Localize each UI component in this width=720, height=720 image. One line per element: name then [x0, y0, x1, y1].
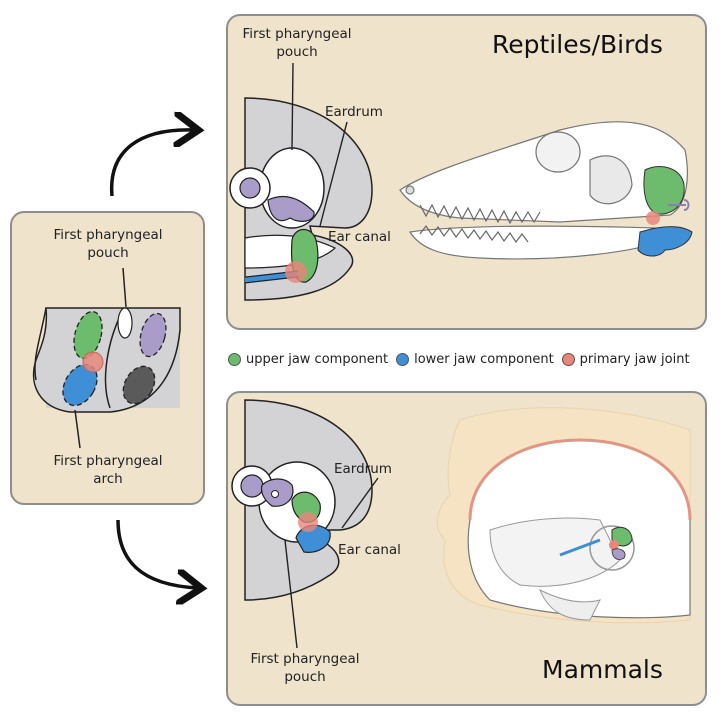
arrow-to-mammals: [116, 519, 198, 588]
upper-jaw-component-skull: [643, 166, 685, 215]
reptile-ear-diagram: [229, 62, 373, 301]
mammal-skull: [436, 407, 692, 624]
jaw-joint-left: [82, 351, 104, 373]
legend-label-upper-jaw: upper jaw component: [246, 351, 389, 367]
purple-component-left: [139, 312, 167, 358]
reptile-skull: [399, 121, 688, 260]
embryo-arches-diagram: [32, 267, 181, 449]
left-arch-label: First pharyngeal arch: [53, 453, 163, 487]
mammal-ear-diagram: [231, 399, 379, 649]
purple-bone-head: [611, 548, 626, 560]
bottom-ear-canal-label: Ear canal: [338, 542, 401, 558]
jaw-joint-skull: [646, 211, 660, 225]
purple-bone-top: [267, 195, 315, 222]
mammals-title: Mammals: [542, 655, 663, 684]
legend-item-jaw-joint: primary jaw joint: [561, 351, 690, 367]
jaw-joint-bottom: [298, 512, 318, 532]
bottom-eardrum-label: Eardrum: [334, 461, 392, 477]
upper-jaw-component-left: [73, 310, 103, 360]
lower-jaw-component-left: [62, 363, 98, 407]
left-pouch-label: First pharyngeal pouch: [53, 227, 163, 261]
top-eardrum-label: Eardrum: [325, 104, 383, 120]
legend-swatch-red: [561, 352, 575, 366]
arrow-to-reptiles: [109, 130, 195, 197]
legend-swatch-green: [228, 352, 241, 366]
legend-item-upper-jaw: upper jaw component: [228, 352, 388, 367]
bottom-pouch-label: First pharyngeal pouch: [250, 651, 360, 685]
legend-label-jaw-joint: primary jaw joint: [579, 351, 690, 367]
jaw-joint-head: [609, 540, 619, 550]
legend-swatch-blue: [396, 352, 410, 366]
legend-item-lower-jaw: lower jaw component: [396, 352, 554, 367]
dark-component-left: [122, 365, 156, 405]
top-ear-canal-label: Ear canal: [328, 229, 391, 245]
reptiles-birds-title: Reptiles/Birds: [492, 30, 663, 59]
legend-label-lower-jaw: lower jaw component: [414, 351, 554, 367]
jaw-joint-top: [285, 261, 307, 283]
ear-bone-skull: [668, 199, 690, 211]
legend: upper jaw component lower jaw component …: [228, 349, 708, 369]
top-pouch-label: First pharyngeal pouch: [242, 26, 352, 60]
lower-jaw-component-skull: [637, 226, 693, 257]
